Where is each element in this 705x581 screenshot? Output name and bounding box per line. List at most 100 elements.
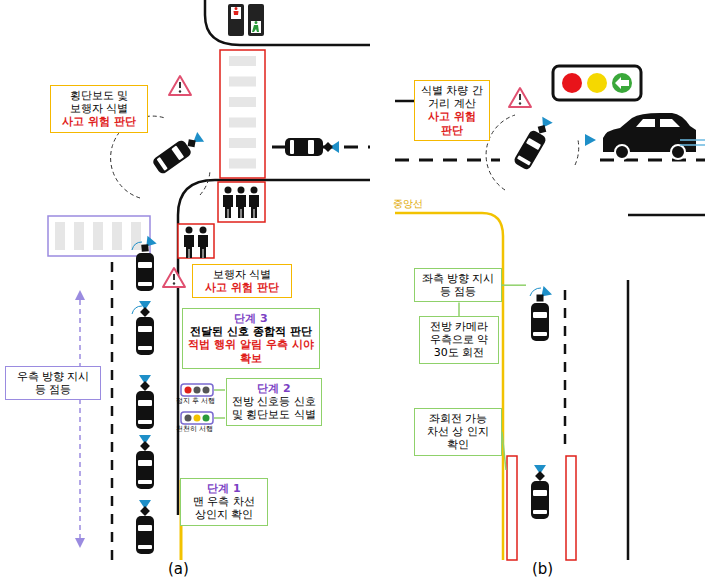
camera-icon xyxy=(323,141,339,153)
camera-body xyxy=(140,441,150,451)
pedestrian-leg xyxy=(203,249,204,258)
road-line xyxy=(628,214,705,217)
box-text: 전방 카메라 우측으로 약 30도 회전 xyxy=(424,320,494,360)
road-label: 중앙선 xyxy=(393,198,423,209)
panel-label: (b) xyxy=(532,561,553,578)
warning-mark xyxy=(519,102,521,104)
crosswalk-frame xyxy=(220,50,265,178)
box-text: 사고 위험 판단 xyxy=(419,110,485,136)
car-body xyxy=(531,481,549,519)
warning-triangle xyxy=(169,76,191,95)
camera-icon xyxy=(139,375,151,391)
pedestrian-leg xyxy=(228,209,229,218)
leader-line xyxy=(502,284,526,286)
car-window xyxy=(533,312,547,318)
lane-marking xyxy=(564,290,567,450)
turn-arc xyxy=(575,140,579,165)
pedestrian-head xyxy=(186,227,193,234)
pedestrian-icon xyxy=(223,187,233,219)
car-icon xyxy=(136,236,157,291)
car-window xyxy=(138,282,152,286)
camera-body xyxy=(140,381,150,391)
step-box: 좌측 방향 지시 등 점등 xyxy=(414,268,502,302)
car-body xyxy=(513,129,548,171)
car-window xyxy=(138,346,152,350)
camera-icon xyxy=(137,236,156,256)
signal-lamp xyxy=(194,415,201,422)
arrow-head xyxy=(75,290,85,300)
camera-icon xyxy=(139,435,151,451)
car-window xyxy=(308,140,314,154)
camera-body xyxy=(188,139,196,147)
box-text: 전방 신호등 신호 및 횡단보도 식별 xyxy=(231,395,317,421)
camera-icon xyxy=(139,500,151,516)
box-text: 전달된 신호 종합적 판단 xyxy=(187,325,315,338)
box-text: 좌회전 가능 차선 상 인지 확인 xyxy=(419,412,497,452)
box-text: 사고 위험 판단 xyxy=(197,281,287,294)
car-body xyxy=(136,391,154,429)
crosswalk-stripe xyxy=(229,138,256,148)
pedestrian-icon xyxy=(184,227,194,259)
warning-mark xyxy=(179,82,181,88)
pedestrian-leg xyxy=(241,209,242,218)
signal-lamp xyxy=(203,415,210,422)
leader-line xyxy=(214,389,225,391)
pedestrian-head xyxy=(251,187,258,194)
warning-triangle xyxy=(509,88,531,107)
signal-lamp xyxy=(185,387,192,394)
crosswalk-stripe xyxy=(229,56,256,66)
box-text: 단계 3 xyxy=(187,312,315,325)
car-icon xyxy=(285,138,339,156)
car-window xyxy=(533,510,547,514)
signal-box: 우측 방향 지시 등 점등 xyxy=(5,366,101,400)
car-icon xyxy=(531,465,549,519)
car-body xyxy=(151,139,192,176)
box-text: 단계 2 xyxy=(231,382,317,395)
pedestrian-frame xyxy=(178,224,214,258)
camera-body xyxy=(140,506,150,516)
camera-icon xyxy=(534,465,546,481)
box-text: 맨 우측 차선 상인지 확인 xyxy=(185,495,263,521)
car-body xyxy=(136,317,154,355)
car-icon xyxy=(531,286,552,341)
left-arrow xyxy=(615,77,629,89)
warning-mark xyxy=(173,274,175,280)
car-window xyxy=(517,155,531,165)
crosswalk-stripe xyxy=(229,159,256,169)
crosswalk-stripe xyxy=(229,77,256,87)
step-box: 좌회전 가능 차선 상 인지 확인 xyxy=(414,408,502,456)
camera-icon xyxy=(184,132,204,151)
pedestrian-icon xyxy=(198,227,208,259)
traffic-light-icon xyxy=(181,412,213,424)
signal-light xyxy=(231,7,241,19)
risk-box: 횡단보도 및 보행자 식별사고 위험 판단 xyxy=(50,85,148,133)
stop-figure xyxy=(234,7,239,15)
car-window xyxy=(138,326,152,332)
box-text: 식별 차량 간 거리 계산 xyxy=(419,84,485,110)
camera-rotate-arrow xyxy=(132,306,142,314)
box-text: 보행자 식별 xyxy=(197,268,287,281)
crosswalk-stripe xyxy=(229,118,256,128)
pedestrian-signal xyxy=(228,4,264,36)
car-window xyxy=(526,138,541,150)
car-window xyxy=(138,545,152,549)
crosswalk-stripe xyxy=(229,97,256,107)
car-body xyxy=(531,303,549,341)
car-body xyxy=(136,451,154,489)
box-text: 횡단보도 및 보행자 식별 xyxy=(55,89,143,115)
car-wheel xyxy=(671,145,685,159)
warning-sign xyxy=(509,88,531,107)
camera-body xyxy=(538,125,547,134)
car-window xyxy=(533,332,547,336)
step-box: 단계 2전방 신호등 신호 및 횡단보도 식별 xyxy=(226,378,322,426)
signal-lamp xyxy=(185,415,192,422)
pedestrian-frame xyxy=(218,182,265,222)
pedestrian-icon xyxy=(249,187,259,219)
car-window xyxy=(533,490,547,496)
risk-box: 보행자 식별사고 위험 판단 xyxy=(192,264,292,298)
box-text: 우측 방향 지시 등 점등 xyxy=(10,370,96,396)
lane-frame xyxy=(566,456,576,560)
car-window xyxy=(138,480,152,484)
leader-line xyxy=(502,432,506,470)
car-icon xyxy=(585,113,696,159)
